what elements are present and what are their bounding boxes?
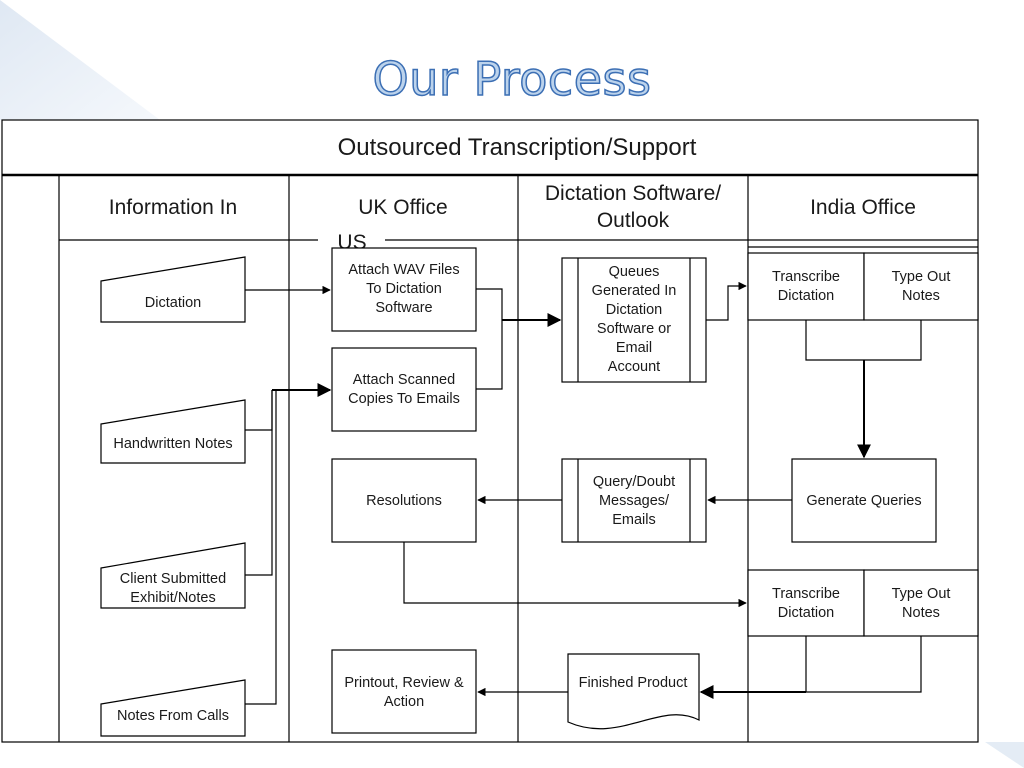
node-queues-label-6: Account (608, 359, 660, 375)
edge-calls-to-scanned (245, 390, 277, 705)
node-finished-product-label: Finished Product (579, 675, 688, 691)
node-handwritten-notes-label: Handwritten Notes (113, 436, 232, 452)
node-transcribe-top-label-1: Transcribe (772, 269, 840, 285)
node-attach-scanned-label-1: Attach Scanned (353, 372, 455, 388)
slide-title: Our Process (372, 51, 652, 107)
lane-title-info-in: Information In (109, 196, 237, 219)
edge-scanned-out (476, 320, 503, 390)
node-queues-label-3: Dictation (606, 302, 662, 318)
node-resolutions (331, 458, 477, 543)
node-transcribe-bottom-label-1: Transcribe (772, 586, 840, 602)
lane-title-dictation-software-2: Outlook (597, 209, 670, 232)
node-printout-label-1: Printout, Review & (344, 675, 464, 691)
lane-title-dictation-software-1: Dictation Software/ (545, 182, 721, 205)
edge-queues-to-india (706, 281, 747, 321)
node-client-exhibit-label-2: Exhibit/Notes (130, 590, 215, 606)
node-attach-wav-label-3: Software (375, 300, 432, 316)
node-transcribe-top (747, 252, 865, 321)
node-typeout-bottom (863, 569, 979, 637)
node-typeout-top-label-2: Notes (902, 288, 940, 304)
corner-triangle-top-left (0, 0, 160, 120)
node-handwritten-notes (100, 399, 246, 464)
node-client-exhibit-label-1: Client Submitted (120, 571, 226, 587)
node-typeout-top-label-1: Type Out (892, 269, 951, 285)
corner-triangle-bottom-right (985, 742, 1024, 768)
node-query-label-2: Messages/ (599, 493, 670, 509)
node-typeout-top (863, 252, 979, 321)
node-printout-label-2: Action (384, 694, 424, 710)
node-notes-from-calls-label: Notes From Calls (117, 708, 229, 724)
node-transcribe-bottom-label-2: Dictation (778, 605, 834, 621)
edge-wav-out (476, 288, 503, 320)
node-generate-queries-label: Generate Queries (806, 493, 921, 509)
node-client-exhibit (100, 542, 246, 609)
node-query-label-1: Query/Doubt (593, 474, 675, 490)
node-finished-product (567, 653, 700, 730)
node-resolutions-label: Resolutions (366, 493, 442, 509)
edge-india-bottom-merge (805, 636, 922, 693)
node-attach-wav-label-2: To Dictation (366, 281, 442, 297)
node-transcribe-top-label-2: Dictation (778, 288, 834, 304)
node-dictation (100, 256, 246, 323)
edge-resolutions-to-india (403, 542, 747, 608)
node-transcribe-bottom (747, 569, 865, 637)
node-generate-queries (791, 458, 937, 543)
node-typeout-bottom-label-1: Type Out (892, 586, 951, 602)
node-queues (561, 257, 707, 383)
node-attach-scanned-label-2: Copies To Emails (348, 391, 460, 407)
lane-title-india-office: India Office (810, 196, 916, 219)
node-printout (331, 649, 477, 734)
node-queues-label-2: Generated In (592, 283, 677, 299)
node-typeout-bottom-label-2: Notes (902, 605, 940, 621)
node-dictation-label: Dictation (145, 295, 201, 311)
node-queues-label-5: Email (616, 340, 652, 356)
edge-client-to-scanned (245, 390, 273, 576)
node-attach-wav-label-1: Attach WAV Files (348, 262, 459, 278)
node-query-label-3: Emails (612, 512, 656, 528)
node-queues-label-4: Software or (597, 321, 671, 337)
node-attach-scanned (331, 347, 477, 432)
banner-title: Outsourced Transcription/Support (338, 134, 697, 161)
node-notes-from-calls (100, 679, 246, 737)
lane-title-uk-office: UK Office (358, 196, 447, 219)
node-query-messages (561, 458, 707, 543)
node-queues-label-1: Queues (609, 264, 660, 280)
